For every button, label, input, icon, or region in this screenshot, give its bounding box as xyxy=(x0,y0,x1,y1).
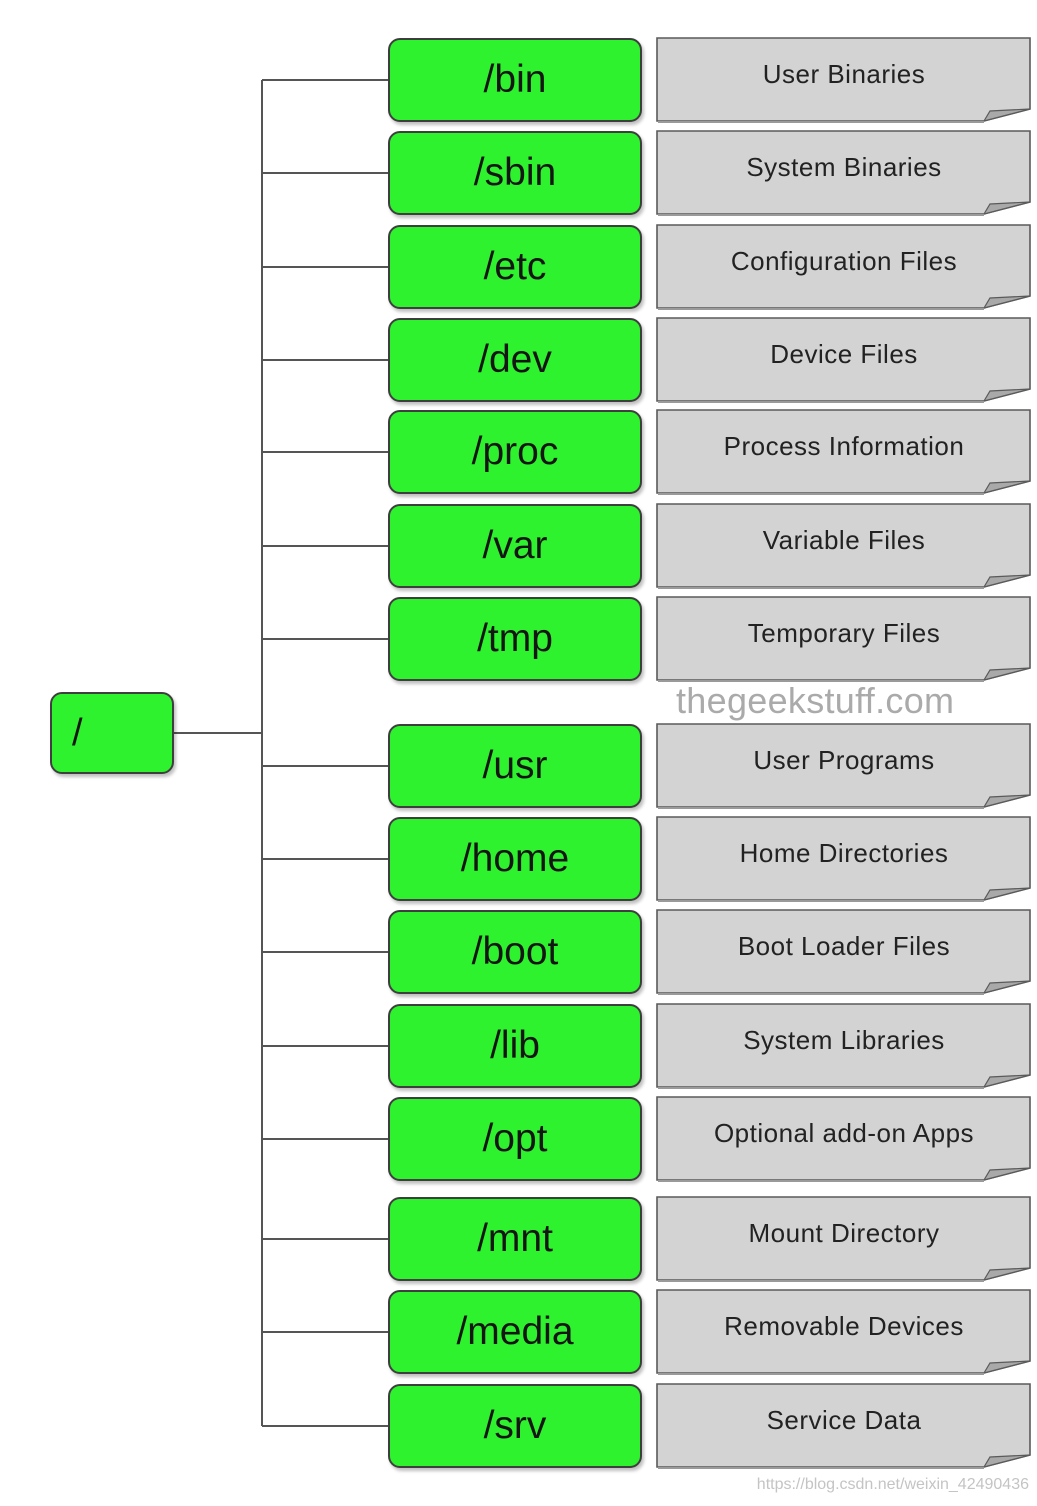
directory-name: /home xyxy=(460,837,570,880)
description-box-shape xyxy=(656,1289,1031,1375)
directory-description-box: Configuration Files xyxy=(656,224,1032,310)
directory-description: Temporary Files xyxy=(747,617,941,648)
directory-node: /tmp xyxy=(388,597,642,681)
directory-description: Process Information xyxy=(723,430,965,461)
root-directory-label: / xyxy=(72,712,83,754)
directory-node: /var xyxy=(388,504,642,588)
description-box-shape xyxy=(656,409,1031,495)
directory-description-box: Boot Loader Files xyxy=(656,909,1032,995)
directory-name: /opt xyxy=(482,1117,548,1160)
directory-node: /lib xyxy=(388,1004,642,1088)
directory-name: /srv xyxy=(483,1404,547,1447)
directory-description-box: Variable Files xyxy=(656,503,1032,589)
directory-name: /mnt xyxy=(477,1217,553,1260)
directory-description-box: Temporary Files xyxy=(656,596,1032,682)
directory-description-box: Process Information xyxy=(656,409,1032,495)
description-box-shape xyxy=(656,816,1031,902)
directory-description: Home Directories xyxy=(739,837,949,868)
directory-name: /media xyxy=(456,1310,574,1353)
directory-description: Removable Devices xyxy=(724,1310,964,1341)
directory-description: Mount Directory xyxy=(748,1217,940,1248)
directory-node: /opt xyxy=(388,1097,642,1181)
directory-name: /var xyxy=(482,524,548,567)
directory-description-box: User Binaries xyxy=(656,37,1032,123)
watermark-text: thegeekstuff.com xyxy=(676,680,955,721)
directory-description-box: System Binaries xyxy=(656,130,1032,216)
description-box-shape xyxy=(656,1383,1031,1469)
root-directory-node: / xyxy=(50,692,174,774)
description-box-shape xyxy=(656,317,1031,403)
directory-description-box: Service Data xyxy=(656,1383,1032,1469)
directory-name: /sbin xyxy=(473,151,557,194)
directory-description: Device Files xyxy=(770,338,918,369)
directory-node: /media xyxy=(388,1290,642,1374)
directory-name: /dev xyxy=(478,338,552,381)
description-box-shape xyxy=(656,1096,1031,1182)
description-box-shape xyxy=(656,909,1031,995)
directory-name: /boot xyxy=(471,930,559,973)
directory-description-box: Device Files xyxy=(656,317,1032,403)
directory-description-box: Home Directories xyxy=(656,816,1032,902)
directory-description: Boot Loader Files xyxy=(737,930,951,961)
description-box-shape xyxy=(656,37,1031,123)
directory-node: /bin xyxy=(388,38,642,122)
description-box-shape xyxy=(656,723,1031,809)
directory-description: Service Data xyxy=(766,1404,922,1435)
directory-node: /boot xyxy=(388,910,642,994)
directory-name: /lib xyxy=(490,1024,540,1067)
directory-node: /sbin xyxy=(388,131,642,215)
directory-description: System Binaries xyxy=(746,151,942,182)
directory-description-box: Optional add-on Apps xyxy=(656,1096,1032,1182)
directory-description-box: Removable Devices xyxy=(656,1289,1032,1375)
description-box-shape xyxy=(656,1196,1031,1282)
directory-node: /dev xyxy=(388,318,642,402)
directory-description: User Programs xyxy=(753,744,935,775)
directory-description: Configuration Files xyxy=(730,245,958,276)
description-box-shape xyxy=(656,596,1031,682)
description-box-shape xyxy=(656,224,1031,310)
directory-description-box: User Programs xyxy=(656,723,1032,809)
directory-node: /usr xyxy=(388,724,642,808)
directory-node: /proc xyxy=(388,410,642,494)
directory-description: System Libraries xyxy=(743,1024,945,1055)
directory-description: Variable Files xyxy=(762,524,926,555)
description-box-shape xyxy=(656,130,1031,216)
directory-description: User Binaries xyxy=(762,58,926,89)
directory-description: Optional add-on Apps xyxy=(713,1117,975,1148)
directory-name: /bin xyxy=(483,58,547,101)
description-box-shape xyxy=(656,503,1031,589)
directory-node: /home xyxy=(388,817,642,901)
source-credit: https://blog.csdn.net/weixin_42490436 xyxy=(756,1476,1029,1493)
directory-node: /srv xyxy=(388,1384,642,1468)
directory-description-box: Mount Directory xyxy=(656,1196,1032,1282)
directory-name: /tmp xyxy=(477,617,553,660)
directory-name: /etc xyxy=(483,245,547,288)
directory-name: /proc xyxy=(471,430,559,473)
description-box-shape xyxy=(656,1003,1031,1089)
directory-node: /etc xyxy=(388,225,642,309)
directory-name: /usr xyxy=(482,744,548,787)
directory-node: /mnt xyxy=(388,1197,642,1281)
directory-description-box: System Libraries xyxy=(656,1003,1032,1089)
